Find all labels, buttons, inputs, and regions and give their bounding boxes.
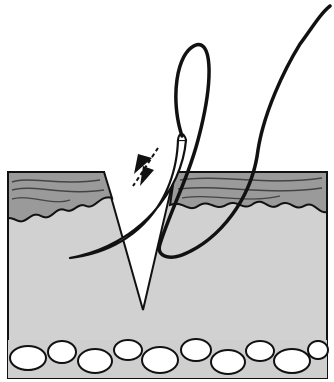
epidermis-right xyxy=(170,172,327,212)
motion-arrow-icon xyxy=(133,148,158,186)
fat-layer xyxy=(8,339,328,378)
